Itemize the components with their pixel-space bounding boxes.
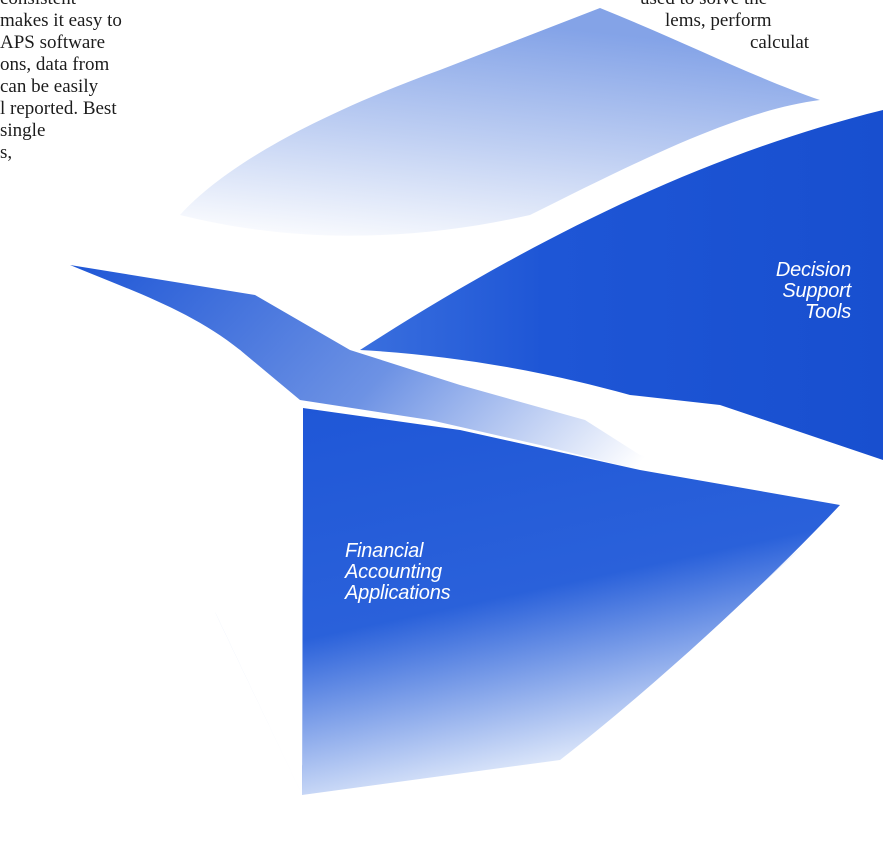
body-text-line: calculat bbox=[750, 32, 810, 53]
left-face bbox=[80, 275, 303, 795]
top-panel bbox=[180, 8, 820, 236]
body-text-line: makes it easy to bbox=[0, 10, 122, 31]
body-text-line: single bbox=[0, 120, 46, 141]
front-panel-financial-accounting bbox=[302, 408, 840, 795]
label-line: Applications bbox=[345, 582, 451, 604]
body-text-line: l reported. Best bbox=[0, 98, 117, 119]
body-text-line: APS software bbox=[0, 32, 106, 53]
right-panel-decision-support bbox=[360, 110, 883, 460]
body-text-right-fragment: used to solve the lems, perform calculat bbox=[640, 0, 883, 54]
label-line: Tools bbox=[804, 301, 851, 323]
label-line: Support bbox=[782, 280, 851, 302]
body-text-line: can be easily bbox=[0, 76, 99, 97]
body-text-left-fragment: consistent makes it easy to APS software… bbox=[0, 0, 200, 164]
body-text-line: ons, data from bbox=[0, 54, 110, 75]
body-text-line: used to solve the bbox=[640, 0, 883, 10]
financial-accounting-applications-label: Financial Accounting Applications bbox=[345, 540, 451, 604]
body-text-line: consistent bbox=[0, 0, 200, 10]
body-text-line: lems, perform bbox=[665, 10, 772, 31]
label-line: Accounting bbox=[345, 561, 442, 583]
body-text-line: s, bbox=[0, 142, 13, 163]
label-line: Financial bbox=[345, 540, 424, 562]
label-line: Decision bbox=[775, 259, 851, 281]
decision-support-tools-label: Decision Support Tools bbox=[776, 260, 851, 323]
fold-band bbox=[70, 265, 760, 490]
